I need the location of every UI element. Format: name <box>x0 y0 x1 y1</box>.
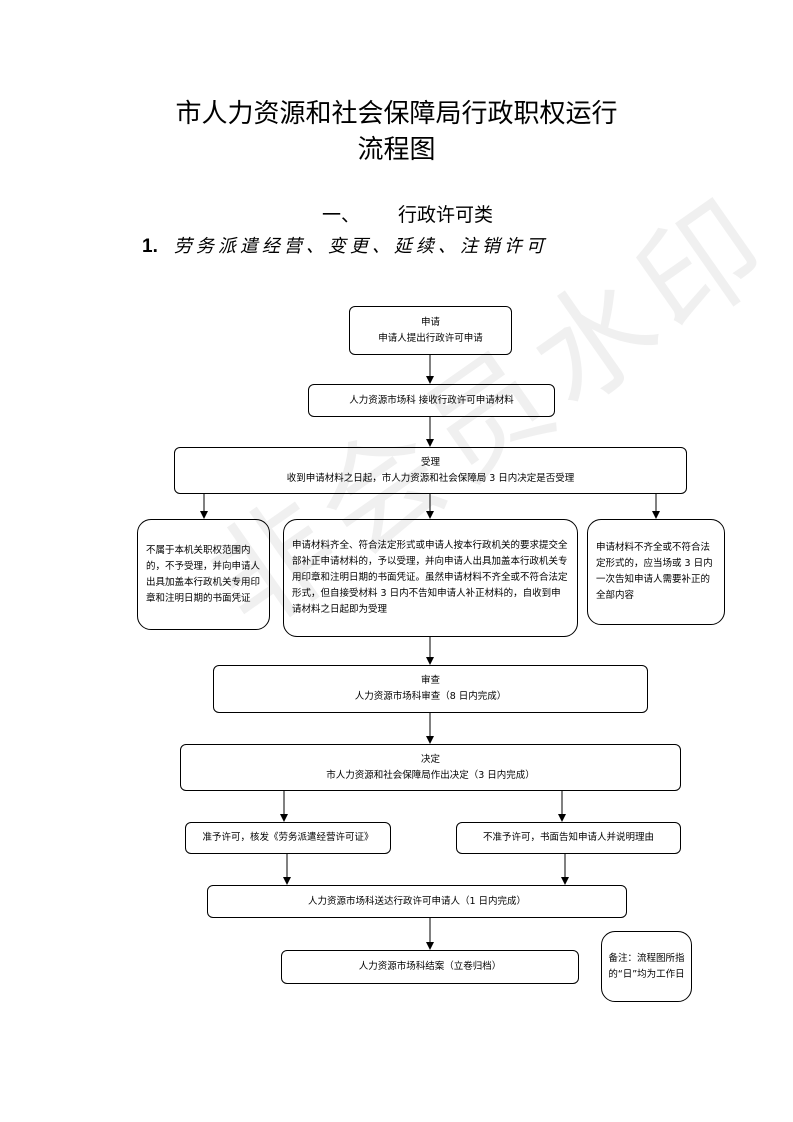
branch-not-in-scope-text: 不属于本机关职权范围内的，不予受理，并向申请人出具加盖本行政机关专用印章和注明日… <box>146 544 261 604</box>
note-text: 备注：流程图所指的“日”均为工作日 <box>608 952 685 980</box>
step-apply-text: 申请人提出行政许可申请 <box>378 332 483 344</box>
section-heading: 一、 行政许可类 <box>322 200 493 227</box>
branch-incomplete: 申请材料不齐全或不符合法定形式的，应当场或 3 日内一次告知申请人需要补正的全部… <box>587 519 725 625</box>
section-title: 行政许可类 <box>398 204 494 226</box>
step-review: 审查 人力资源市场科审查（8 日内完成） <box>213 665 648 713</box>
outcome-approve: 准予许可，核发《劳务派遣经营许可证》 <box>185 822 391 854</box>
branch-accepted: 申请材料齐全、符合法定形式或申请人按本行政机关的要求提交全部补正申请材料的，予以… <box>283 519 578 637</box>
subsection-title: 劳务派遣经营、变更、延续、注销许可 <box>173 236 548 257</box>
note-box: 备注：流程图所指的“日”均为工作日 <box>601 931 692 1002</box>
subsection-heading: 1. 劳务派遣经营、变更、延续、注销许可 <box>142 232 548 258</box>
step-decide-text: 市人力资源和社会保障局作出决定（3 日内完成） <box>326 769 535 781</box>
step-deliver: 人力资源市场科送达行政许可申请人（1 日内完成） <box>207 885 627 918</box>
branch-incomplete-text: 申请材料不齐全或不符合法定形式的，应当场或 3 日内一次告知申请人需要补正的全部… <box>596 542 713 601</box>
step-apply: 申请 申请人提出行政许可申请 <box>349 306 512 355</box>
step-close-text: 人力资源市场科结案（立卷归档） <box>358 961 502 972</box>
step-apply-title: 申请 <box>420 316 440 328</box>
page-title-line1: 市人力资源和社会保障局行政职权运行 <box>175 99 618 129</box>
outcome-deny: 不准予许可，书面告知申请人并说明理由 <box>456 822 681 854</box>
branch-accepted-text: 申请材料齐全、符合法定形式或申请人按本行政机关的要求提交全部补正申请材料的，予以… <box>292 540 568 615</box>
step-receive: 人力资源市场科 接收行政许可申请材料 <box>308 384 555 417</box>
page-title-line2: 流程图 <box>357 135 436 165</box>
subsection-number: 1. <box>142 236 158 257</box>
outcome-deny-text: 不准予许可，书面告知申请人并说明理由 <box>482 832 654 843</box>
step-review-title: 审查 <box>420 675 440 686</box>
step-close: 人力资源市场科结案（立卷归档） <box>281 950 579 984</box>
step-decide-title: 决定 <box>420 753 440 765</box>
step-review-text: 人力资源市场科审查（8 日内完成） <box>354 691 507 702</box>
step-receive-text: 人力资源市场科 接收行政许可申请材料 <box>349 394 514 406</box>
step-accept: 受理 收到申请材料之日起，市人力资源和社会保障局 3 日内决定是否受理 <box>174 447 687 494</box>
branch-not-in-scope: 不属于本机关职权范围内的，不予受理，并向申请人出具加盖本行政机关专用印章和注明日… <box>137 519 270 630</box>
step-deliver-text: 人力资源市场科送达行政许可申请人（1 日内完成） <box>307 895 527 907</box>
step-accept-title: 受理 <box>420 456 440 468</box>
step-decide: 决定 市人力资源和社会保障局作出决定（3 日内完成） <box>180 744 681 791</box>
section-number: 一、 <box>322 204 361 226</box>
step-accept-text: 收到申请材料之日起，市人力资源和社会保障局 3 日内决定是否受理 <box>286 472 575 484</box>
outcome-approve-text: 准予许可，核发《劳务派遣经营许可证》 <box>202 832 374 843</box>
